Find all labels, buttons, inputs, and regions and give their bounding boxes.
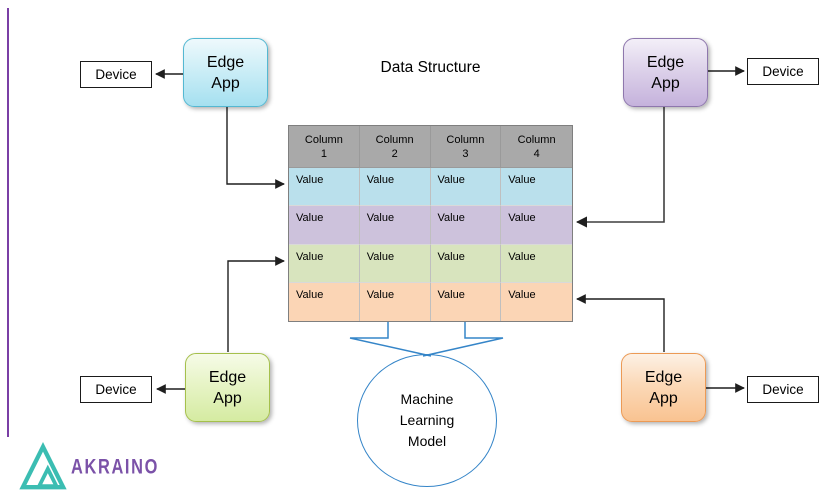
table-cell: Value bbox=[359, 168, 431, 207]
table-cell: Value bbox=[501, 282, 572, 321]
edge-app-top-right: Edge App bbox=[623, 38, 708, 107]
table-cell: Value bbox=[430, 282, 502, 321]
arrow-bottomleft-app-to-row3 bbox=[227, 256, 285, 352]
table-cell: Value bbox=[501, 206, 572, 245]
table-cell: Value bbox=[501, 244, 572, 283]
akraino-logo: AKRAINO bbox=[19, 441, 178, 493]
device-bottom-right: Device bbox=[747, 376, 819, 403]
akraino-mountain-icon bbox=[19, 442, 67, 490]
arrow-topright-app-to-row2 bbox=[575, 106, 665, 228]
edge-app-bottom-left: Edge App bbox=[185, 353, 270, 422]
device-bottom-left: Device bbox=[80, 376, 152, 403]
akraino-wordmark: AKRAINO bbox=[71, 454, 160, 479]
device-top-left: Device bbox=[80, 61, 152, 88]
column-header: Column 4 bbox=[501, 126, 572, 168]
device-top-right: Device bbox=[747, 58, 819, 85]
funnel-arrow-left-icon bbox=[349, 322, 432, 357]
table-cell: Value bbox=[289, 206, 360, 245]
machine-learning-model-node: Machine Learning Model bbox=[357, 354, 497, 487]
table-cell: Value bbox=[359, 282, 431, 321]
table-cell: Value bbox=[501, 168, 572, 207]
arrow-topleft-app-to-row1 bbox=[226, 107, 285, 189]
table-cell: Value bbox=[430, 244, 502, 283]
table-cell: Value bbox=[359, 206, 431, 245]
slide-edge-line bbox=[7, 8, 9, 437]
funnel-arrow-right-icon bbox=[422, 322, 504, 357]
table-cell: Value bbox=[359, 244, 431, 283]
data-structure-table: Column 1 Column 2 Column 3 Column 4 Valu… bbox=[288, 125, 573, 322]
column-header: Column 3 bbox=[430, 126, 502, 168]
edge-app-top-left: Edge App bbox=[183, 38, 268, 107]
table-cell: Value bbox=[289, 244, 360, 283]
diagram-title: Data Structure bbox=[380, 59, 481, 76]
column-header: Column 1 bbox=[289, 126, 360, 168]
column-header: Column 2 bbox=[359, 126, 431, 168]
table-cell: Value bbox=[430, 168, 502, 207]
table-cell: Value bbox=[289, 168, 360, 207]
table-cell: Value bbox=[289, 282, 360, 321]
table-cell: Value bbox=[430, 206, 502, 245]
arrow-bottomright-app-to-row4 bbox=[576, 294, 665, 352]
edge-app-bottom-right: Edge App bbox=[621, 353, 706, 422]
